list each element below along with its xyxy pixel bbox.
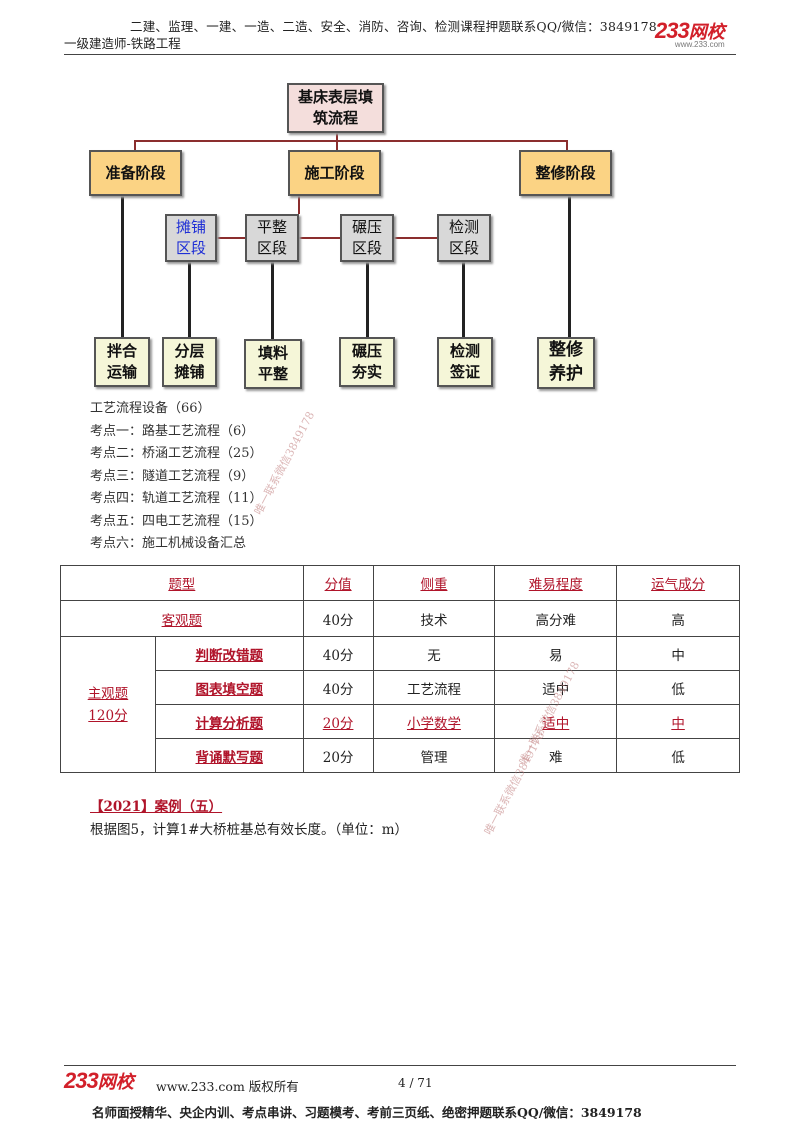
- table-cell: 低: [616, 738, 740, 773]
- flow-stage-prepare: 准备阶段: [89, 150, 182, 196]
- case-title: 【2021】案例（五）: [90, 799, 223, 815]
- flow-leaf-mix: 拌合 运输: [94, 337, 150, 387]
- logo-text: 网校: [97, 1072, 134, 1092]
- table-cell: 40分: [302, 636, 374, 671]
- connector-line: [462, 262, 465, 338]
- connector-line: [134, 140, 136, 152]
- connector-line: [188, 262, 191, 338]
- table-cell: 工艺流程: [372, 670, 496, 705]
- table-cell: 20分: [322, 715, 354, 732]
- connector-line: [366, 262, 369, 338]
- list-item: 考点六：施工机械设备汇总: [90, 536, 247, 551]
- table-header: 侧重: [420, 577, 448, 593]
- table-cell: 无: [372, 636, 496, 671]
- connector-line: [298, 196, 300, 214]
- footer-logo: 233网校: [64, 1068, 134, 1094]
- connector-line: [566, 140, 568, 152]
- table-header-row: 题型 分值 侧重 难易程度 运气成分: [60, 565, 740, 601]
- table-cell: 20分: [302, 738, 374, 773]
- logo-url: www.233.com: [674, 40, 725, 49]
- flow-leaf-fill: 填料 平整: [244, 339, 302, 389]
- connector-line: [336, 132, 338, 152]
- table-cell: 管理: [372, 738, 496, 773]
- question-type-table: 题型 分值 侧重 难易程度 运气成分 客观题 40分 技术 高分难 高 主观题 1…: [60, 565, 740, 773]
- logo-number: 233: [64, 1068, 99, 1093]
- page-number: 4 / 71: [398, 1076, 433, 1090]
- table-cell: 客观题: [161, 612, 203, 629]
- table-cell: 图表填空题: [195, 681, 264, 698]
- flow-stage-construct: 施工阶段: [288, 150, 381, 196]
- logo-number: 233: [655, 18, 690, 43]
- connector-line: [190, 237, 464, 239]
- table-cell: 计算分析题: [195, 715, 264, 732]
- connector-line: [121, 196, 124, 340]
- table-cell: 低: [616, 670, 740, 705]
- table-cell: 技术: [372, 600, 496, 637]
- connector-line: [271, 262, 274, 340]
- flow-stage-repair: 整修阶段: [519, 150, 612, 196]
- list-item: 工艺流程设备（66）: [90, 401, 211, 416]
- table-cell: 背诵默写题: [195, 749, 264, 766]
- table-row: 主观题 120分 判断改错题 40分 无 易 中: [60, 636, 740, 773]
- case-question: 根据图5，计算1#大桥桩基总有效长度。（单位：m）: [90, 822, 409, 838]
- table-cell: 高: [616, 600, 740, 637]
- flow-section-level: 平整 区段: [245, 214, 299, 262]
- table-cell: 难: [494, 738, 618, 773]
- list-item: 考点五：四电工艺流程（15）: [90, 513, 263, 529]
- list-item: 考点二：桥涵工艺流程（25）: [90, 446, 263, 461]
- table-cell: 易: [494, 636, 618, 671]
- table-row: 背诵默写题 20分 管理 难 低: [61, 738, 740, 773]
- flow-leaf-sign: 检测 签证: [437, 337, 493, 387]
- flow-section-detect: 检测 区段: [437, 214, 491, 262]
- flow-section-compact: 碾压 区段: [340, 214, 394, 262]
- subjective-score: 120分: [88, 707, 128, 724]
- footer-contact-line: 名师面授精华、央企内训、考点串讲、习题模考、考前三页纸、绝密押题联系QQ/微信：…: [92, 1105, 642, 1120]
- logo-text: 网校: [688, 22, 725, 42]
- table-header: 运气成分: [651, 577, 706, 593]
- connector-line: [134, 140, 568, 142]
- table-header: 难易程度: [528, 577, 583, 593]
- table-cell: 40分: [302, 600, 374, 637]
- flow-leaf-layer: 分层 摊铺: [162, 337, 217, 387]
- table-row: 图表填空题 40分 工艺流程 适中 低: [61, 670, 740, 705]
- connector-line: [568, 196, 571, 340]
- table-cell: 高分难: [494, 600, 618, 637]
- table-cell: 适中: [494, 670, 618, 705]
- table-cell: 中: [616, 636, 740, 671]
- list-item: 考点一：路基工艺流程（6）: [90, 423, 255, 439]
- flow-section-spread: 摊铺 区段: [165, 214, 217, 262]
- table-cell: 小学数学: [406, 715, 461, 732]
- flow-leaf-tamp: 碾压 夯实: [339, 337, 395, 387]
- header-logo: 233网校 www.233.com: [655, 18, 725, 49]
- subjective-group-cell: 主观题 120分: [60, 636, 156, 773]
- table-cell: 判断改错题: [195, 647, 264, 664]
- topic-list: 工艺流程设备（66） 考点一：路基工艺流程（6） 考点二：桥涵工艺流程（25） …: [90, 398, 263, 556]
- table-header: 分值: [324, 577, 352, 593]
- footer-divider: [64, 1065, 736, 1066]
- header-contact-line: 二建、监理、一建、一造、二造、安全、消防、咨询、检测课程押题联系QQ/微信：38…: [130, 19, 657, 34]
- flow-root-node: 基床表层填 筑流程: [287, 83, 384, 133]
- table-cell: 40分: [302, 670, 374, 705]
- flow-leaf-maintain: 整修 养护: [537, 337, 595, 389]
- footer-copyright: www.233.com 版权所有: [156, 1079, 299, 1094]
- table-cell: 中: [671, 715, 685, 732]
- table-row: 客观题 40分 技术 高分难 高: [60, 600, 740, 637]
- table-header: 题型: [168, 577, 196, 593]
- table-row: 计算分析题 20分 小学数学 适中 中: [61, 704, 740, 739]
- header-subtitle: 一级建造师-铁路工程: [64, 36, 181, 51]
- list-item: 考点四：轨道工艺流程（11）: [90, 491, 263, 506]
- table-cell: 适中: [542, 715, 570, 732]
- subjective-label: 主观题: [87, 685, 129, 702]
- header-divider: [64, 54, 736, 55]
- list-item: 考点三：隧道工艺流程（9）: [90, 468, 255, 484]
